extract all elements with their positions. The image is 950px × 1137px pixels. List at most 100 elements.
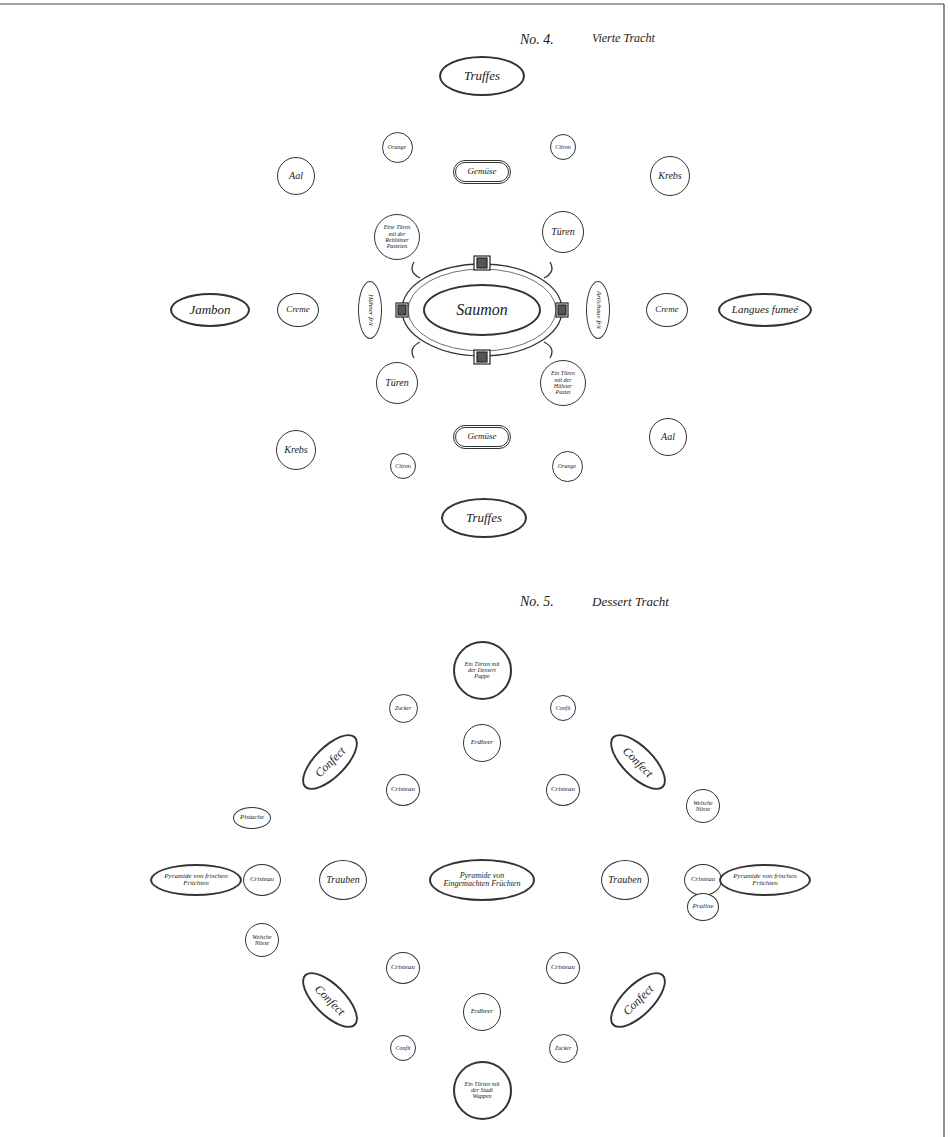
dish-name: Cristeau — [551, 964, 575, 971]
dish-text-group: Artichaux frit — [594, 291, 601, 329]
dish-name: Welsche Nüsse — [692, 800, 714, 813]
dish-text-group: Creme — [286, 305, 310, 314]
dish-text-group: Praline — [693, 903, 714, 910]
dish-text-group: Orange — [558, 463, 576, 469]
dish-text-group: Gemüse — [468, 167, 497, 176]
dish-text-group: Krebs — [284, 445, 308, 456]
dish-text-group: Creme — [655, 305, 679, 314]
dish-name: Zucker — [555, 1045, 572, 1051]
dish-oval: Pistache — [233, 807, 271, 829]
dish-name: Aal — [289, 171, 303, 182]
dish-name: Artichaux frit — [594, 291, 601, 329]
dish-name: Citron — [555, 144, 570, 150]
dish-text-group: Gemüse — [468, 432, 497, 441]
dish-circle: Ein Türten mit der Stadt Wappen — [453, 1061, 512, 1120]
dish-name: Trauben — [326, 875, 359, 886]
dish-oval: Cristeau — [546, 774, 580, 806]
dish-text-group: Ein Türen mit der Hühner Pastet — [548, 370, 577, 395]
dish-text-group: Confect — [312, 744, 347, 779]
dish-circle: Confit — [550, 695, 576, 721]
dish-name: Pistache — [240, 814, 264, 821]
dish-text-group: Zucker — [395, 705, 412, 711]
dish-name: Saumon — [456, 302, 508, 319]
dish-oval: Confect — [293, 963, 367, 1037]
dish-text-group: Welsche Nüsse — [251, 934, 273, 947]
dish-text-group: Orange — [388, 144, 406, 150]
dish-text-group: Cristeau — [391, 786, 415, 793]
dish-text-group: Jambon — [189, 303, 230, 317]
dish-oval: Confect — [601, 725, 675, 799]
dish-text-group: Erdbeer — [471, 1008, 494, 1015]
dish-name: Confect — [312, 744, 347, 779]
dish-name: Orange — [558, 463, 576, 469]
dish-oval: Creme — [646, 293, 688, 327]
dish-circle: Ein Türen mit der Hühner Pastet — [540, 360, 586, 406]
dish-oval: Cristeau — [684, 864, 722, 896]
dish-circle: Zucker — [389, 694, 418, 723]
dish-text-group: Cristeau — [551, 786, 575, 793]
dish-circle: Welsche Nüsse — [686, 789, 720, 823]
dish-name: Erdbeer — [471, 739, 494, 746]
dish-name: Confect — [620, 744, 655, 779]
dish-oval: Cristeau — [386, 774, 420, 806]
dish-text-group: Trauben — [326, 875, 359, 886]
dish-name: Praline — [693, 903, 714, 910]
dish-name: Pyramide von frischen Früchten — [728, 873, 802, 888]
dish-text-group: Pyramide von Eingemachten Früchten — [440, 872, 525, 889]
dish-oval: Confect — [601, 963, 675, 1037]
dish-oval: Gemüse — [453, 425, 511, 449]
dish-text-group: Cristeau — [551, 964, 575, 971]
dish-text-group: Zucker — [555, 1045, 572, 1051]
dish-text-group: Krebs — [658, 171, 682, 182]
dish-name: Citron — [395, 463, 410, 469]
dish-text-group: Truffes — [464, 69, 500, 83]
dish-name: Welsche Nüsse — [251, 934, 273, 947]
dish-name: Confect — [312, 982, 347, 1017]
dish-circle: Erdbeer — [463, 993, 501, 1031]
dish-circle: Ein Türten mit der Dessert Pappe — [453, 641, 512, 700]
dish-name: Türen — [385, 378, 409, 389]
dish-name: Krebs — [284, 445, 308, 456]
dish-name: Eine Türen mit der Rebhüner Pasteten — [382, 224, 411, 249]
dish-oval: Cristeau — [386, 952, 420, 984]
dish-name: Ein Türen mit der Hühner Pastet — [548, 370, 577, 395]
dish-circle: Aal — [649, 418, 687, 456]
dish-name: Jambon — [189, 303, 230, 317]
dish-circle: Orange — [552, 451, 583, 482]
plan-number: No. 5. — [520, 594, 554, 610]
dish-name: Truffes — [464, 69, 500, 83]
dish-text-group: Citron — [395, 463, 410, 469]
dish-name: Confit — [555, 705, 570, 711]
dish-oval: Hühner frit — [358, 281, 382, 339]
dish-name: Cristeau — [551, 786, 575, 793]
dish-name: Gemüse — [468, 167, 497, 176]
dish-text-group: Confit — [555, 705, 570, 711]
dish-name: Cristeau — [250, 876, 274, 883]
dish-name: Creme — [286, 305, 310, 314]
dish-circle: Citron — [550, 134, 576, 160]
dish-circle: Citron — [390, 453, 416, 479]
dish-text-group: Aal — [661, 432, 675, 443]
dish-text-group: Saumon — [456, 302, 508, 319]
dish-name: Ein Türten mit der Dessert Pappe — [463, 661, 501, 680]
dish-circle: Erdbeer — [463, 724, 501, 762]
dish-circle: Krebs — [276, 430, 316, 470]
dish-circle: Eine Türen mit der Rebhüner Pasteten — [374, 214, 420, 260]
dish-text-group: Hühner frit — [366, 294, 373, 326]
dish-name: Zucker — [395, 705, 412, 711]
dish-oval: Artichaux frit — [586, 281, 610, 339]
dish-name: Gemüse — [468, 432, 497, 441]
dish-name: Erdbeer — [471, 1008, 494, 1015]
dish-text-group: Pyramide von frischen Früchten — [728, 873, 802, 888]
plan-number: No. 4. — [520, 32, 554, 48]
dish-text-group: Cristeau — [391, 964, 415, 971]
dish-name: Ein Türten mit der Stadt Wappen — [463, 1081, 501, 1100]
dish-text-group: Confect — [312, 982, 347, 1017]
dish-name: Pyramide von frischen Früchten — [159, 873, 233, 888]
dish-circle: Welsche Nüsse — [245, 923, 279, 957]
dish-text-group: Citron — [555, 144, 570, 150]
dish-text-group: Ein Türten mit der Stadt Wappen — [463, 1081, 501, 1100]
dish-oval: Truffes — [441, 498, 527, 538]
dish-name: Trauben — [608, 875, 641, 886]
